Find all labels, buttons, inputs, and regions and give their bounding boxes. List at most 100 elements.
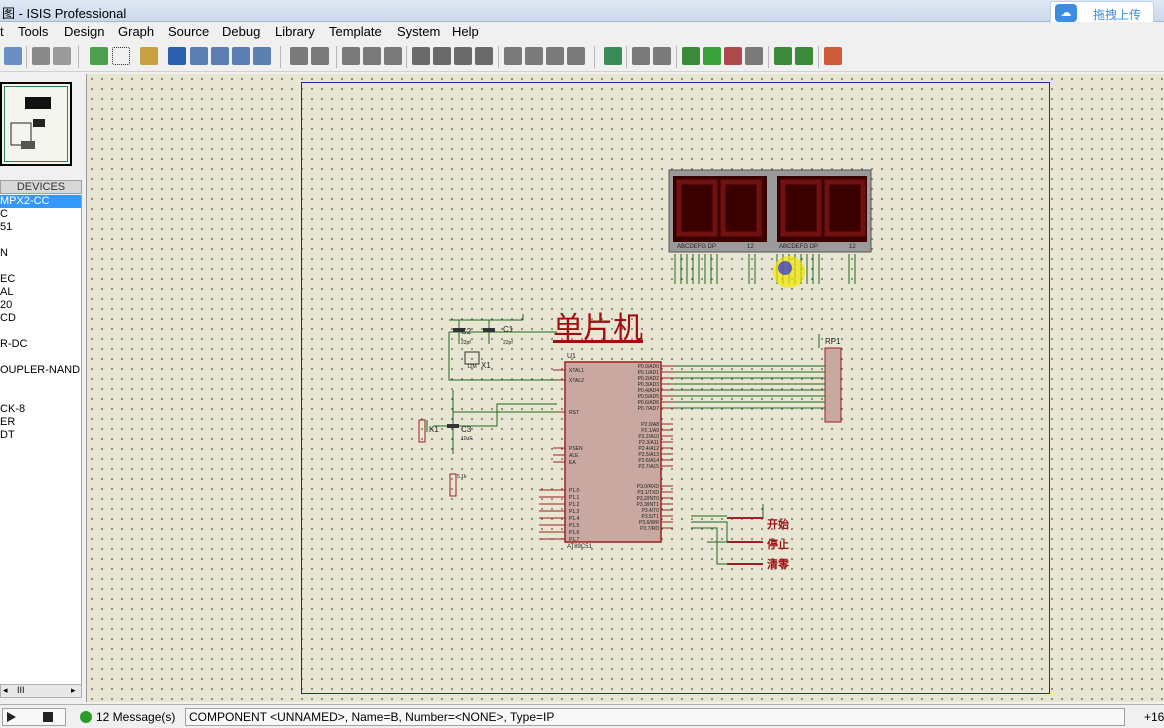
devices-list[interactable]: MPX2-CC C 51 N EC AL 20 CD R-DC OUPLER-N… [0, 195, 82, 684]
bill-of-materials-icon[interactable] [774, 47, 792, 65]
mcu-pin-label: P0.4/AD4 [638, 388, 660, 394]
mcu-pin-label: P2.3/A11 [639, 440, 659, 446]
device-item[interactable]: N [0, 247, 8, 259]
c3-capacitor[interactable] [447, 424, 459, 428]
schematic-canvas[interactable]: ABCDEFG DP 12 ABCDEFG DP 12 单片机 U1 AT89C… [86, 74, 1164, 702]
make-device-icon[interactable] [525, 47, 543, 65]
menu-library[interactable]: Library [275, 24, 315, 39]
x1-crystal[interactable] [464, 351, 480, 365]
rp1-resistor-pack[interactable] [824, 347, 842, 423]
save-icon[interactable] [4, 47, 22, 65]
package-tool-icon[interactable] [546, 47, 564, 65]
device-item[interactable]: C [0, 208, 8, 220]
overview-window[interactable] [0, 82, 72, 166]
mcu-pin-label: P3.4/T0 [641, 508, 659, 514]
overview-viewport[interactable] [4, 86, 68, 162]
mcu-body[interactable] [564, 361, 662, 543]
redo-icon[interactable] [311, 47, 329, 65]
c2-capacitor[interactable] [453, 328, 465, 332]
block-rotate-icon[interactable] [454, 47, 472, 65]
menu-template[interactable]: Template [329, 24, 382, 39]
upload-label: 拖拽上传 [1093, 8, 1142, 22]
device-list-scrollbar[interactable]: ◂ III ▸ [0, 684, 82, 698]
refresh-icon[interactable] [90, 47, 108, 65]
play-icon[interactable] [7, 712, 16, 722]
electrical-check-icon[interactable] [795, 47, 813, 65]
menu-source[interactable]: Source [168, 24, 210, 39]
scroll-thumb[interactable]: III [17, 685, 25, 695]
zoom-in-icon[interactable] [190, 47, 208, 65]
reset-resistor[interactable] [449, 473, 457, 497]
k1-switch[interactable] [418, 419, 426, 443]
remove-sheet-icon[interactable] [724, 47, 742, 65]
stop-icon[interactable] [43, 712, 53, 722]
zoom-area-icon[interactable] [253, 47, 271, 65]
menu-design[interactable]: Design [64, 24, 105, 39]
zoom-all-icon[interactable] [232, 47, 250, 65]
device-item[interactable]: OUPLER-NAND [0, 364, 81, 376]
cloud-icon: ☁ [1055, 4, 1077, 22]
c1-capacitor[interactable] [483, 328, 495, 332]
device-item[interactable]: EC [0, 273, 16, 285]
mcu-pin-label: XTAL1 [569, 368, 584, 374]
device-item[interactable] [0, 234, 81, 247]
device-item[interactable]: DT [0, 429, 15, 441]
upload-button[interactable]: ☁ 拖拽上传 [1050, 1, 1154, 25]
print-setup-icon[interactable] [53, 47, 71, 65]
pan-icon[interactable] [168, 47, 186, 65]
print-icon[interactable] [32, 47, 50, 65]
pick-device-icon[interactable] [504, 47, 522, 65]
device-item[interactable] [0, 325, 81, 338]
netlist-to-ares-icon[interactable] [824, 47, 842, 65]
new-sheet-icon[interactable] [682, 47, 700, 65]
menu-tools[interactable]: Tools [18, 24, 49, 39]
block-move-icon[interactable] [433, 47, 451, 65]
add-sheet-icon[interactable] [703, 47, 721, 65]
block-copy-icon[interactable] [412, 47, 430, 65]
property-tool-icon[interactable] [653, 47, 671, 65]
device-item[interactable]: AL [0, 286, 14, 298]
undo-icon[interactable] [290, 47, 308, 65]
menu-system[interactable]: System [397, 24, 441, 39]
wire-autorouter-icon[interactable] [604, 47, 622, 65]
origin-icon[interactable] [140, 47, 158, 65]
toolbar-separator [406, 46, 407, 68]
decompose-icon[interactable] [567, 47, 585, 65]
mcu-pin-label: P3.5/T1 [641, 514, 659, 520]
zoom-out-icon[interactable] [211, 47, 229, 65]
device-item[interactable] [0, 351, 81, 364]
device-item[interactable] [0, 390, 81, 403]
device-item[interactable]: CK-8 [0, 403, 26, 415]
device-item[interactable]: R-DC [0, 338, 28, 350]
device-item[interactable] [0, 377, 81, 390]
message-status-icon[interactable] [80, 711, 92, 723]
reset-wires [426, 390, 557, 454]
menu-debug[interactable]: Debug [222, 24, 261, 39]
device-item[interactable]: CD [0, 312, 16, 324]
toolbar-separator [768, 46, 769, 68]
menu-graph[interactable]: Graph [118, 24, 155, 39]
message-count[interactable]: 12 Message(s) [96, 710, 176, 724]
mcu-pin-label: ALE [569, 453, 579, 459]
block-delete-icon[interactable] [475, 47, 493, 65]
mcu-ref: U1 [567, 353, 576, 360]
device-item[interactable]: 20 [0, 299, 13, 311]
cut-icon[interactable] [342, 47, 360, 65]
menu-edit[interactable]: t [0, 24, 4, 39]
push-buttons[interactable] [727, 517, 763, 565]
device-item[interactable]: MPX2-CC [0, 195, 81, 208]
search-icon[interactable] [632, 47, 650, 65]
scroll-right-icon[interactable]: ▸ [71, 685, 76, 695]
toolbar-separator [676, 46, 677, 68]
scroll-left-icon[interactable]: ◂ [3, 685, 8, 695]
grid-icon[interactable] [112, 47, 130, 65]
display-digit [720, 179, 762, 237]
device-item[interactable]: 51 [0, 221, 13, 233]
goto-sheet-icon[interactable] [745, 47, 763, 65]
mcu-pin-label: P2.7/A15 [638, 464, 659, 470]
menu-help[interactable]: Help [452, 24, 479, 39]
copy-icon[interactable] [363, 47, 381, 65]
paste-icon[interactable] [384, 47, 402, 65]
device-item[interactable] [0, 260, 81, 273]
device-item[interactable]: ER [0, 416, 16, 428]
